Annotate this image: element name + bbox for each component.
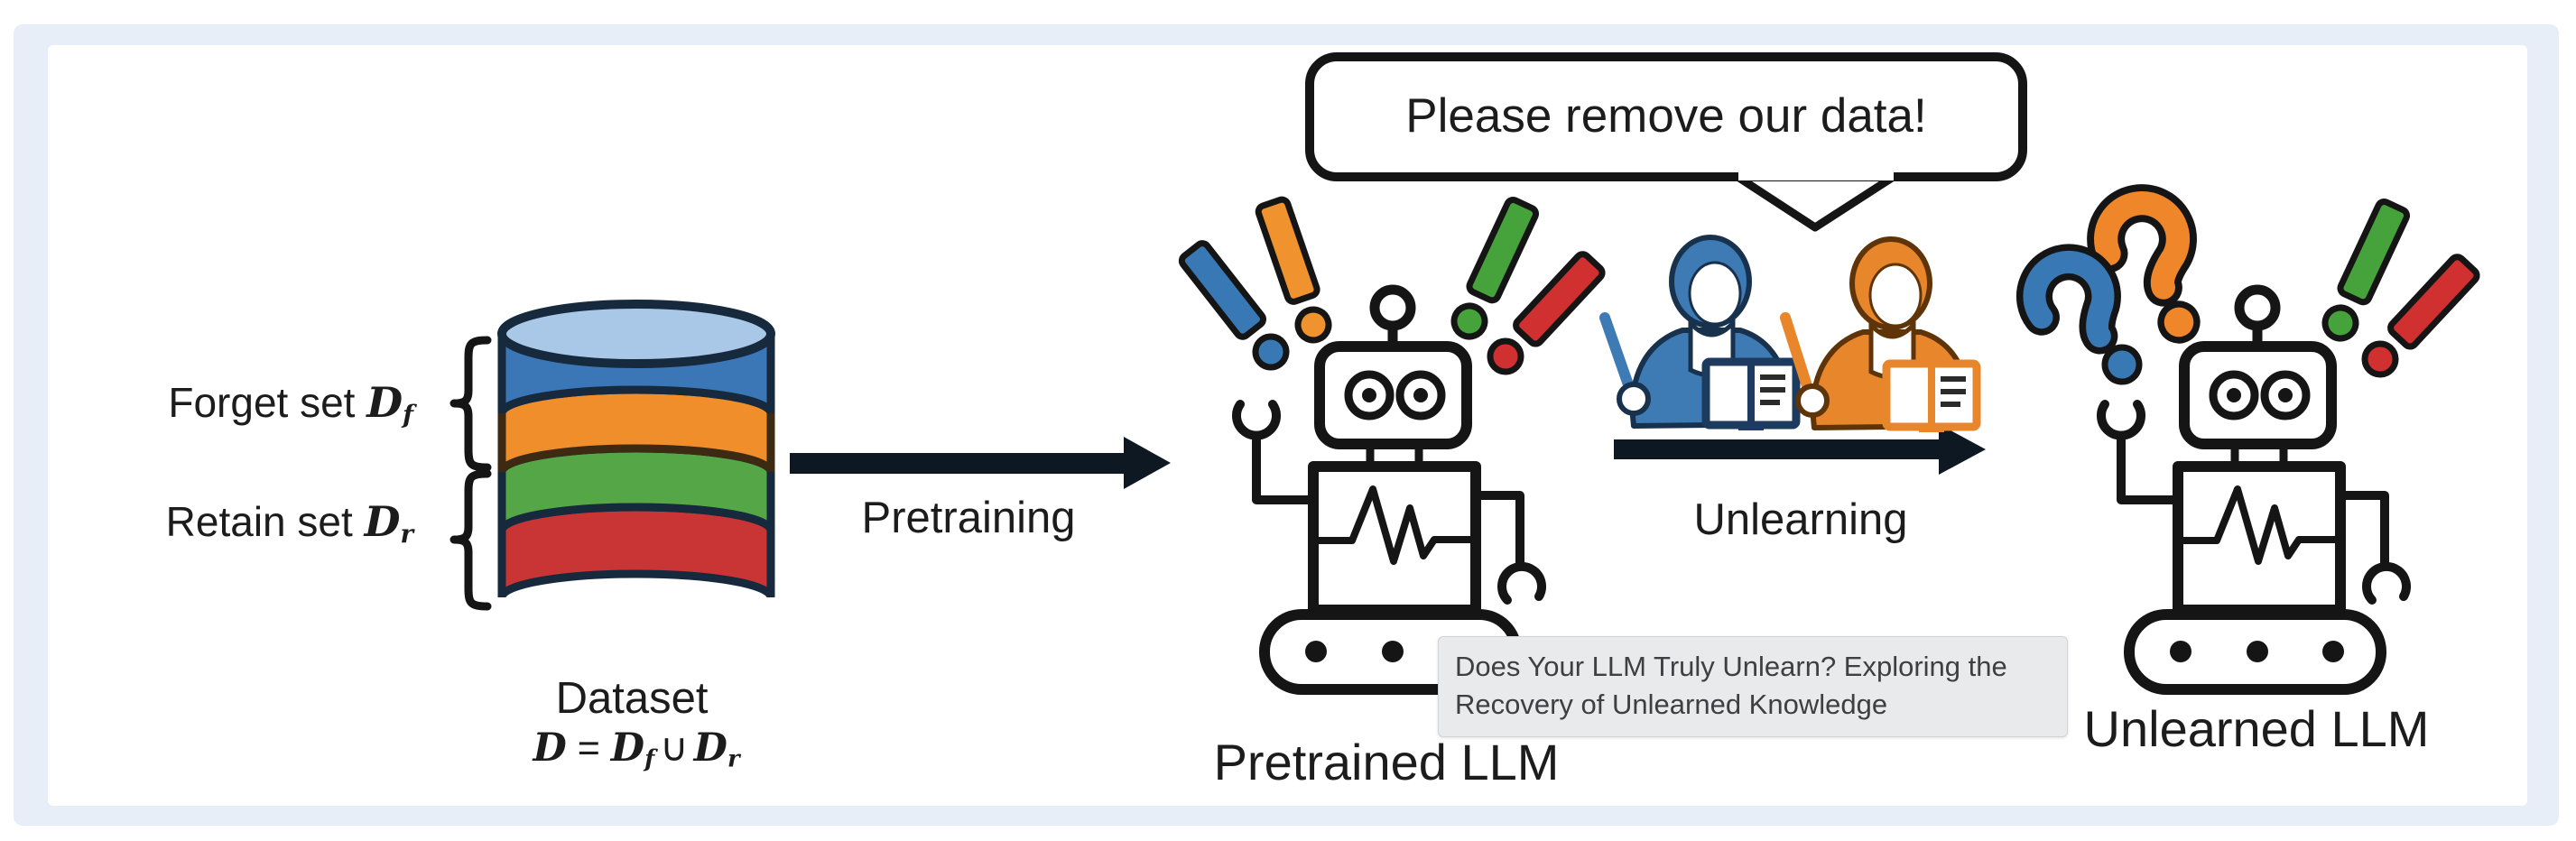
forget-set-subscript: f [403,399,413,430]
paper-title-tooltip: Does Your LLM Truly Unlearn? Exploring t… [1438,636,2068,737]
retain-set-symbol: D [364,497,401,546]
forget-brace-icon [449,336,492,472]
retain-brace-icon [449,469,492,611]
equation-forget-sub: f [644,745,655,773]
retain-set-subscript: r [400,518,413,549]
book-icon-blue [1701,357,1801,430]
unlearned-robot-icon [2101,290,2406,689]
equation-forget-symbol: D [610,725,645,771]
unlearned-llm-label: Unlearned LLM [2083,700,2430,757]
exclamation-icon-orange [1256,198,1332,344]
question-icon-blue [2015,244,2143,385]
speech-bubble-icon [1305,52,2027,232]
forget-set-text: Forget set [168,379,367,426]
tooltip-line-1: Does Your LLM Truly Unlearn? Exploring t… [1455,651,2007,682]
pretraining-arrow-icon [790,437,1171,489]
equation-retain-sub: r [727,745,740,773]
equation-lhs: D [533,725,567,771]
question-icon-orange [2087,184,2201,344]
retain-set-text: Retain set [165,498,365,545]
pretraining-arrow-label: Pretraining [861,494,1076,542]
retain-set-label: Retain set Dr [87,499,413,548]
person-icon-blue [1599,235,1801,430]
union-operator: ∪ [660,725,689,771]
equation-retain-symbol: D [693,725,727,771]
tooltip-line-2: Recovery of Unlearned Knowledge [1455,689,1888,720]
speech-bubble-text: Please remove our data! [1405,89,1927,143]
forget-set-symbol: D [366,378,403,427]
person-icon-orange [1780,236,1981,432]
unlearning-arrow-icon [1614,424,1986,475]
database-icon [497,300,775,598]
equation-equals: = [566,726,611,770]
book-icon-orange [1882,359,1981,432]
unlearning-arrow-label: Unlearning [1693,495,1908,544]
forget-set-label: Forget set Df [87,380,413,429]
dataset-title: Dataset [555,674,709,723]
dataset-equation: D = Df∪Dr [460,725,812,773]
pretrained-llm-label: Pretrained LLM [1213,734,1560,790]
